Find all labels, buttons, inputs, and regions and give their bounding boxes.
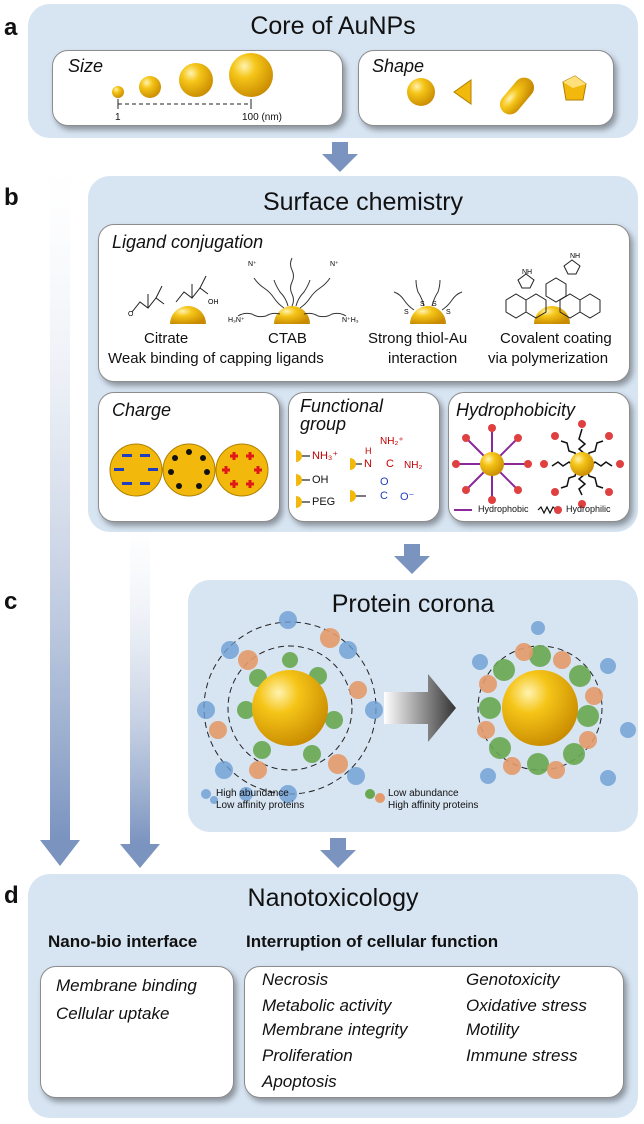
caption-covalent: Covalent coating bbox=[500, 330, 612, 347]
long-arrow-2 bbox=[120, 522, 160, 868]
svg-text:H₃N⁺: H₃N⁺ bbox=[228, 317, 245, 324]
size-min: 1 bbox=[115, 112, 121, 123]
functional-groups bbox=[296, 450, 366, 508]
arrow-c-d bbox=[320, 838, 356, 868]
functional-label-2: group bbox=[300, 414, 347, 434]
caption-thiol: Strong thiol-Au bbox=[368, 330, 468, 347]
fg-c: C bbox=[386, 458, 394, 470]
svg-text:O: O bbox=[128, 311, 134, 318]
shape-icons bbox=[407, 75, 587, 115]
svg-text:OH: OH bbox=[208, 299, 219, 306]
nanotoxicology-title: Nanotoxicology bbox=[247, 884, 419, 912]
fg-nh2: NH₂ bbox=[404, 460, 423, 471]
hydro-card bbox=[448, 392, 630, 522]
legend-low-abundance: Low abundance bbox=[388, 788, 459, 799]
functional-label-1: Functional bbox=[300, 396, 384, 416]
caption-covalent-2: via polymerization bbox=[488, 350, 609, 367]
fg-o: O bbox=[380, 476, 389, 488]
hydro-particles bbox=[452, 420, 624, 515]
caption-thiol-2: interaction bbox=[388, 350, 458, 367]
caption-citrate: Citrate bbox=[144, 330, 189, 347]
hydrophobic-legend: Hydrophobic bbox=[478, 504, 529, 514]
shape-label: Shape bbox=[372, 56, 425, 76]
panel-c-letter: c bbox=[4, 588, 18, 615]
core-title: Core of AuNPs bbox=[250, 12, 416, 40]
panel-b-letter: b bbox=[4, 184, 19, 211]
long-arrow-1 bbox=[40, 168, 80, 866]
item-proliferation: Proliferation bbox=[262, 1046, 353, 1065]
item-apoptosis: Apoptosis bbox=[262, 1072, 337, 1091]
svg-text:N⁺: N⁺ bbox=[248, 261, 257, 268]
fg-peg: PEG bbox=[312, 496, 336, 508]
fg-c2: C bbox=[380, 490, 388, 502]
ligand-illustrations: O OH N⁺ N⁺ H₃N⁺ N⁺H₃ S S S S NH NH bbox=[128, 253, 601, 324]
arrow-a-b bbox=[322, 142, 358, 172]
charge-label: Charge bbox=[112, 400, 172, 420]
panel-a-letter: a bbox=[4, 14, 18, 41]
fg-oh: OH bbox=[312, 474, 329, 486]
hydrophilic-legend: Hydrophilic bbox=[566, 504, 611, 514]
item-membrane-binding: Membrane binding bbox=[56, 976, 197, 995]
fg-nh3: NH₃⁺ bbox=[312, 450, 339, 462]
svg-text:N⁺H₃: N⁺H₃ bbox=[342, 317, 359, 324]
functional-card bbox=[288, 392, 440, 522]
arrow-b-c bbox=[394, 544, 430, 574]
nano-bio-heading: Nano-bio interface bbox=[48, 932, 198, 951]
item-motility: Motility bbox=[466, 1020, 519, 1039]
surface-title: Surface chemistry bbox=[262, 188, 464, 216]
item-cellular-uptake: Cellular uptake bbox=[56, 1004, 170, 1023]
size-label: Size bbox=[68, 56, 104, 76]
legend-low-affinity: Low affinity proteins bbox=[216, 800, 305, 811]
fg-nh2plus: NH₂⁺ bbox=[380, 436, 404, 447]
item-membrane-integrity: Membrane integrity bbox=[262, 1020, 408, 1039]
svg-text:N⁺: N⁺ bbox=[330, 261, 339, 268]
ligand-label: Ligand conjugation bbox=[112, 232, 264, 252]
charge-particles bbox=[109, 443, 269, 497]
protein-corona-title: Protein corona bbox=[331, 590, 495, 618]
caption-weak-binding: Weak binding of capping ligands bbox=[108, 350, 324, 367]
hydro-label: Hydrophobicity bbox=[456, 400, 576, 420]
svg-text:NH: NH bbox=[570, 253, 580, 260]
legend-high-affinity: High affinity proteins bbox=[388, 800, 479, 811]
fg-h: H bbox=[365, 446, 372, 456]
ligand-card bbox=[98, 224, 630, 382]
item-oxidative-stress: Oxidative stress bbox=[466, 996, 587, 1015]
item-immune-stress: Immune stress bbox=[466, 1046, 578, 1065]
interruption-heading: Interruption of cellular function bbox=[246, 932, 499, 951]
fg-ominus: O⁻ bbox=[400, 491, 415, 503]
svg-text:NH: NH bbox=[522, 269, 532, 276]
item-necrosis: Necrosis bbox=[262, 970, 329, 989]
svg-text:S: S bbox=[446, 309, 451, 316]
svg-text:S: S bbox=[432, 301, 437, 308]
corona-illustration bbox=[197, 611, 636, 804]
nano-bio-card bbox=[40, 966, 234, 1098]
legend-high-abundance: High abundance bbox=[216, 788, 289, 799]
size-max: 100 (nm) bbox=[242, 112, 283, 123]
panel-d-letter: d bbox=[4, 882, 19, 909]
fg-n: N bbox=[364, 458, 372, 470]
interruption-card bbox=[244, 966, 624, 1098]
caption-ctab: CTAB bbox=[268, 330, 307, 347]
svg-text:S: S bbox=[404, 309, 409, 316]
item-metabolic-activity: Metabolic activity bbox=[262, 996, 392, 1015]
item-genotoxicity: Genotoxicity bbox=[466, 970, 560, 989]
size-spheres bbox=[112, 53, 273, 109]
svg-text:S: S bbox=[420, 301, 425, 308]
